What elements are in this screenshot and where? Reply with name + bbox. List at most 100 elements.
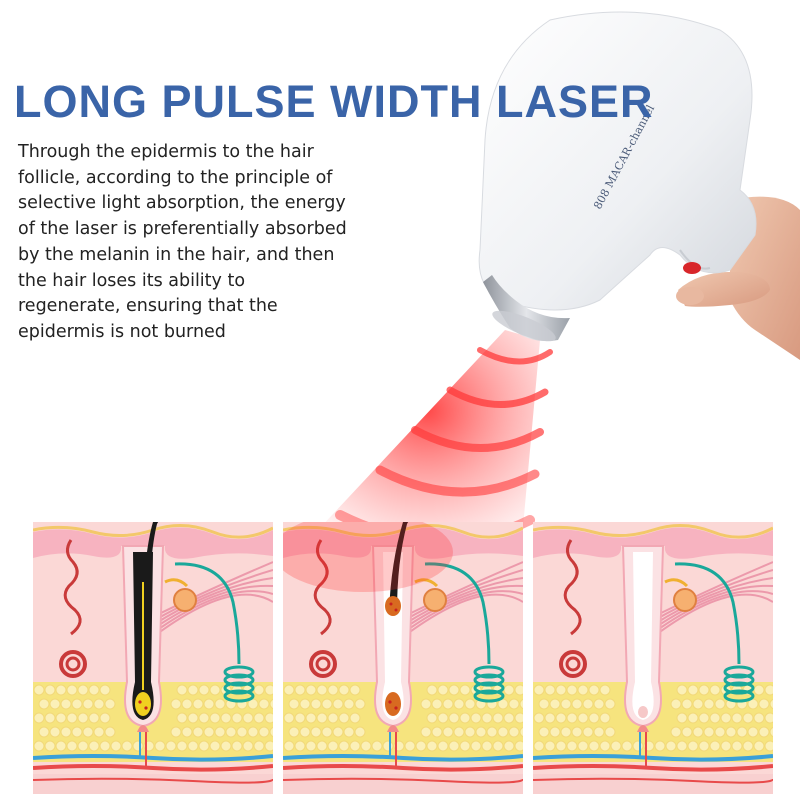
laser-device-image: 808 MACAR-channel: [478, 11, 800, 360]
fat-cell: [121, 740, 133, 752]
fat-cell: [343, 698, 355, 710]
gland-coil: [473, 681, 505, 695]
fat-cell: [288, 698, 300, 710]
sebaceous-gland: [673, 588, 697, 612]
fat-cell: [203, 726, 215, 738]
muscle-fiber: [402, 590, 523, 634]
description-text: Through the epidermis to the hair follic…: [18, 142, 347, 342]
muscle-fiber: [152, 577, 273, 626]
fat-cell: [692, 726, 704, 738]
muscle-fiber: [402, 569, 523, 622]
fat-cell: [66, 712, 78, 724]
melanin-dot: [389, 602, 393, 606]
fat-cell: [55, 684, 67, 696]
fat-cell: [77, 712, 89, 724]
fat-cell: [604, 726, 616, 738]
fat-cell: [503, 712, 515, 724]
gland-coil: [223, 681, 255, 695]
fat-cell: [209, 740, 221, 752]
fat-cell: [720, 740, 732, 752]
fat-cell: [49, 726, 61, 738]
fat-cell: [599, 712, 611, 724]
sweat-gland: [59, 650, 87, 678]
sebaceous-duct: [164, 578, 189, 588]
fat-cell: [209, 712, 221, 724]
lower-dermis: [283, 774, 523, 794]
fat-cell: [269, 698, 273, 710]
muscle-fiber: [402, 593, 523, 638]
fat-cell: [316, 740, 328, 752]
gland-coil: [723, 665, 755, 679]
muscle-fiber: [652, 584, 773, 630]
muscle-fiber: [652, 593, 773, 638]
fat-cell: [181, 726, 193, 738]
fat-cell: [599, 740, 611, 752]
fat-cell: [371, 740, 383, 752]
sweat-duct: [563, 539, 582, 636]
fat-cell: [66, 740, 78, 752]
gland-coil: [223, 689, 255, 703]
capillary: [533, 777, 773, 784]
fat-cell: [533, 712, 545, 724]
gland-coil: [473, 665, 505, 679]
fat-cell: [681, 726, 693, 738]
fat-cell: [676, 684, 688, 696]
sweat-duct: [313, 539, 332, 636]
fat-cell: [709, 684, 721, 696]
fat-cell: [742, 740, 754, 752]
artery: [33, 764, 273, 772]
muscle-fiber: [652, 569, 773, 622]
fat-cell: [555, 684, 567, 696]
fat-cell: [470, 740, 482, 752]
fat-cell: [354, 726, 366, 738]
fat-cell: [442, 698, 454, 710]
sebaceous-gland: [423, 588, 447, 612]
fat-cell: [519, 726, 523, 738]
fat-cell: [44, 684, 56, 696]
sweat-gland-inner: [315, 656, 331, 672]
fat-cell: [104, 726, 116, 738]
fat-cell: [459, 684, 471, 696]
fat-cell: [604, 698, 616, 710]
follicle-interior: [632, 552, 654, 720]
fat-cell: [533, 684, 545, 696]
melanin-dot: [388, 700, 392, 704]
melanin-dot: [144, 706, 148, 710]
fat-cell: [99, 712, 111, 724]
fat-cell: [448, 712, 460, 724]
fat-cell: [508, 726, 520, 738]
lower-dermis: [533, 774, 773, 794]
vein: [533, 754, 773, 762]
fat-cell: [327, 740, 339, 752]
fat-cell: [192, 698, 204, 710]
fat-cell: [714, 698, 726, 710]
fat-cell: [544, 684, 556, 696]
melanin-dot: [394, 706, 398, 710]
fat-cell: [470, 712, 482, 724]
fat-cell: [681, 698, 693, 710]
fat-cell: [599, 684, 611, 696]
follicle-interior: [382, 552, 404, 720]
fat-cell: [60, 726, 72, 738]
fat-cell: [769, 726, 773, 738]
fat-cell: [71, 698, 83, 710]
fat-cell: [555, 712, 567, 724]
dermal-papilla: [387, 725, 399, 732]
fat-cell: [692, 698, 704, 710]
fat-cell: [258, 726, 270, 738]
fat-cell: [321, 726, 333, 738]
fat-cell: [703, 726, 715, 738]
vein: [283, 754, 523, 762]
fat-cell: [676, 712, 688, 724]
fat-cell: [242, 712, 254, 724]
fat-cell: [714, 726, 726, 738]
fat-cell: [566, 740, 578, 752]
fat-cell: [176, 740, 188, 752]
fat-cell: [33, 712, 45, 724]
fat-cells: [33, 684, 273, 752]
epidermis-layer: [533, 527, 773, 559]
fat-cell: [203, 698, 215, 710]
nerve-duct: [174, 562, 241, 665]
fat-cell: [220, 740, 232, 752]
fat-cell: [676, 740, 688, 752]
